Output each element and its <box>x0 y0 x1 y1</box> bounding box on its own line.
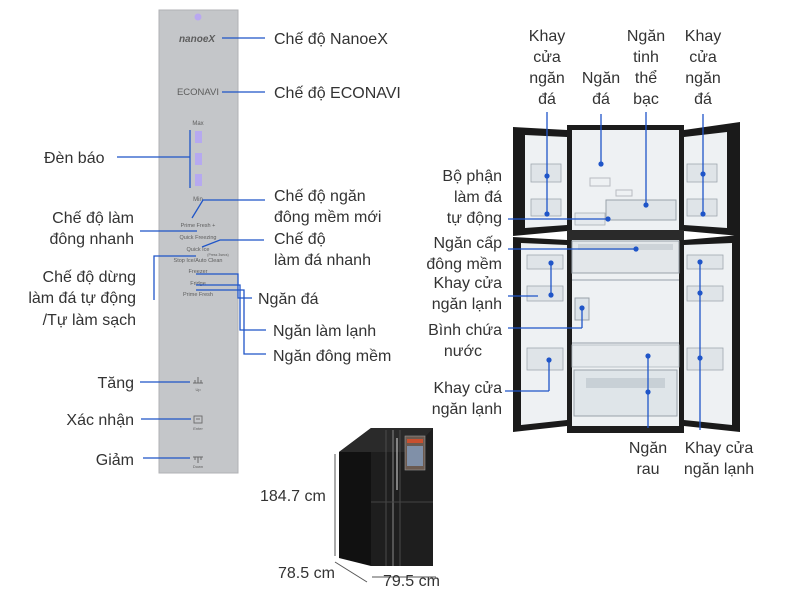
label-tinh-the-bac-2: tinh <box>633 49 659 66</box>
label-ngan-rau-1: Ngăn <box>629 440 667 457</box>
label-tinh-the-bac-1: Ngăn <box>627 28 665 45</box>
label-dung-lam-da-1: Chế độ dừng <box>43 269 136 286</box>
panel-labels: Chế độ NanoeX Chế độ ECONAVI Đèn báo Chế… <box>28 31 401 469</box>
label-tang: Tăng <box>98 375 134 392</box>
label-dong-nhanh-1: Chế độ làm <box>52 210 134 227</box>
indicator-light-2 <box>195 153 202 165</box>
label-tinh-the-bac-3: thể <box>635 69 657 87</box>
panel-button-sub: (Press 3secs) <box>207 253 228 257</box>
status-led-icon <box>194 13 202 21</box>
label-dung-lam-da-3: /Tự làm sạch <box>43 312 136 329</box>
vegetable-drawer <box>573 369 678 417</box>
label-ngan-da-panel: Ngăn đá <box>258 291 319 308</box>
panel-button-fridge: Fridge <box>190 281 206 287</box>
label-binh-chua-nuoc-2: nước <box>444 343 482 360</box>
label-lam-da-nhanh-2: làm đá nhanh <box>274 252 371 269</box>
label-bo-phan-lam-da-2: làm đá <box>454 189 502 206</box>
label-ngan-da-1: Ngăn <box>582 70 620 87</box>
label-giam: Giảm <box>96 452 134 469</box>
label-cap-dong-mem-2: đông mềm <box>426 256 502 273</box>
dimension-depth: 78.5 cm <box>278 565 335 582</box>
indicator-light-3 <box>195 174 202 186</box>
label-cap-dong-mem-1: Ngăn cấp <box>434 235 503 252</box>
label-ngan-rau-2: rau <box>636 461 659 478</box>
panel-button-quick-ice: Quick Ice <box>187 247 210 253</box>
enter-icon <box>193 415 203 424</box>
label-dong-mem-moi-1: Chế độ ngăn <box>274 188 366 205</box>
label-dong-nhanh-2: đông nhanh <box>49 231 134 248</box>
label-xac-nhan: Xác nhận <box>66 412 134 429</box>
label-econavi: Chế độ ECONAVI <box>274 85 401 102</box>
label-khay-da-right-1: Khay <box>685 28 721 45</box>
label-khay-lanh-2b: ngăn lạnh <box>432 401 502 418</box>
closed-fridge-image <box>339 428 433 566</box>
label-khay-da-left-1: Khay <box>529 28 565 45</box>
label-khay-da-right-4: đá <box>694 91 712 108</box>
control-panel: nanoeX ECONAVI Max Min Prime Fresh + Qui… <box>158 9 239 474</box>
label-bo-phan-lam-da-1: Bộ phận <box>442 168 502 185</box>
label-dong-mem-moi-2: đông mềm mới <box>274 209 381 226</box>
fridge-leader-lines <box>505 112 706 430</box>
label-binh-chua-nuoc-1: Bình chứa <box>428 322 502 339</box>
dimension-lines <box>334 454 436 583</box>
fridge-labels: Khay cửa ngăn đá Ngăn đá Ngăn tinh thể b… <box>426 28 754 478</box>
label-den-bao: Đèn báo <box>44 150 105 167</box>
panel-leader-lines <box>117 37 266 459</box>
open-fridge-image <box>513 122 740 433</box>
panel-button-freezer: Freezer <box>189 269 208 275</box>
dimension-height: 184.7 cm <box>260 488 326 505</box>
panel-nanoex-text: nanoeX <box>179 34 216 45</box>
enter-label: Enter <box>193 426 203 431</box>
label-khay-lanh-1a: Khay cửa <box>433 275 502 292</box>
panel-button-quick-freezing: Quick Freezing <box>180 235 217 241</box>
panel-button-prime-fresh: Prime Fresh <box>183 292 213 298</box>
up-icon <box>193 377 203 384</box>
panel-button-stop-ice: Stop Ice/Auto Clean <box>174 258 223 264</box>
label-dung-lam-da-2: làm đá tự động <box>28 290 136 307</box>
label-khay-da-right-3: ngăn <box>685 70 721 87</box>
label-tinh-the-bac-4: bạc <box>633 91 659 108</box>
label-lam-da-nhanh-1: Chế độ <box>274 231 326 248</box>
label-khay-lanh-1b: ngăn lạnh <box>432 296 502 313</box>
label-khay-lanh-3a: Khay cửa <box>685 440 754 457</box>
label-ngan-da-2: đá <box>592 91 610 108</box>
panel-min-text: Min <box>193 197 203 203</box>
label-khay-da-right-2: cửa <box>689 49 717 66</box>
up-label: Up <box>195 387 201 392</box>
label-bo-phan-lam-da-3: tự động <box>447 210 502 227</box>
panel-econavi-text: ECONAVI <box>177 87 219 98</box>
label-khay-da-left-4: đá <box>538 91 556 108</box>
dimension-width: 79.5 cm <box>383 573 440 590</box>
panel-max-text: Max <box>192 121 203 127</box>
down-icon <box>193 456 203 463</box>
label-khay-lanh-2a: Khay cửa <box>433 380 502 397</box>
label-ngan-lam-lanh: Ngăn làm lạnh <box>273 323 376 340</box>
down-label: Down <box>193 464 203 469</box>
label-khay-da-left-3: ngăn <box>529 70 565 87</box>
ice-maker <box>605 199 677 221</box>
panel-button-prime-fresh-plus: Prime Fresh + <box>181 223 216 229</box>
label-khay-lanh-3b: ngăn lạnh <box>684 461 754 478</box>
label-ngan-dong-mem: Ngăn đông mềm <box>273 348 391 365</box>
label-nanoex: Chế độ NanoeX <box>274 31 388 48</box>
indicator-light-1 <box>195 131 202 143</box>
label-khay-da-left-2: cửa <box>533 49 561 66</box>
